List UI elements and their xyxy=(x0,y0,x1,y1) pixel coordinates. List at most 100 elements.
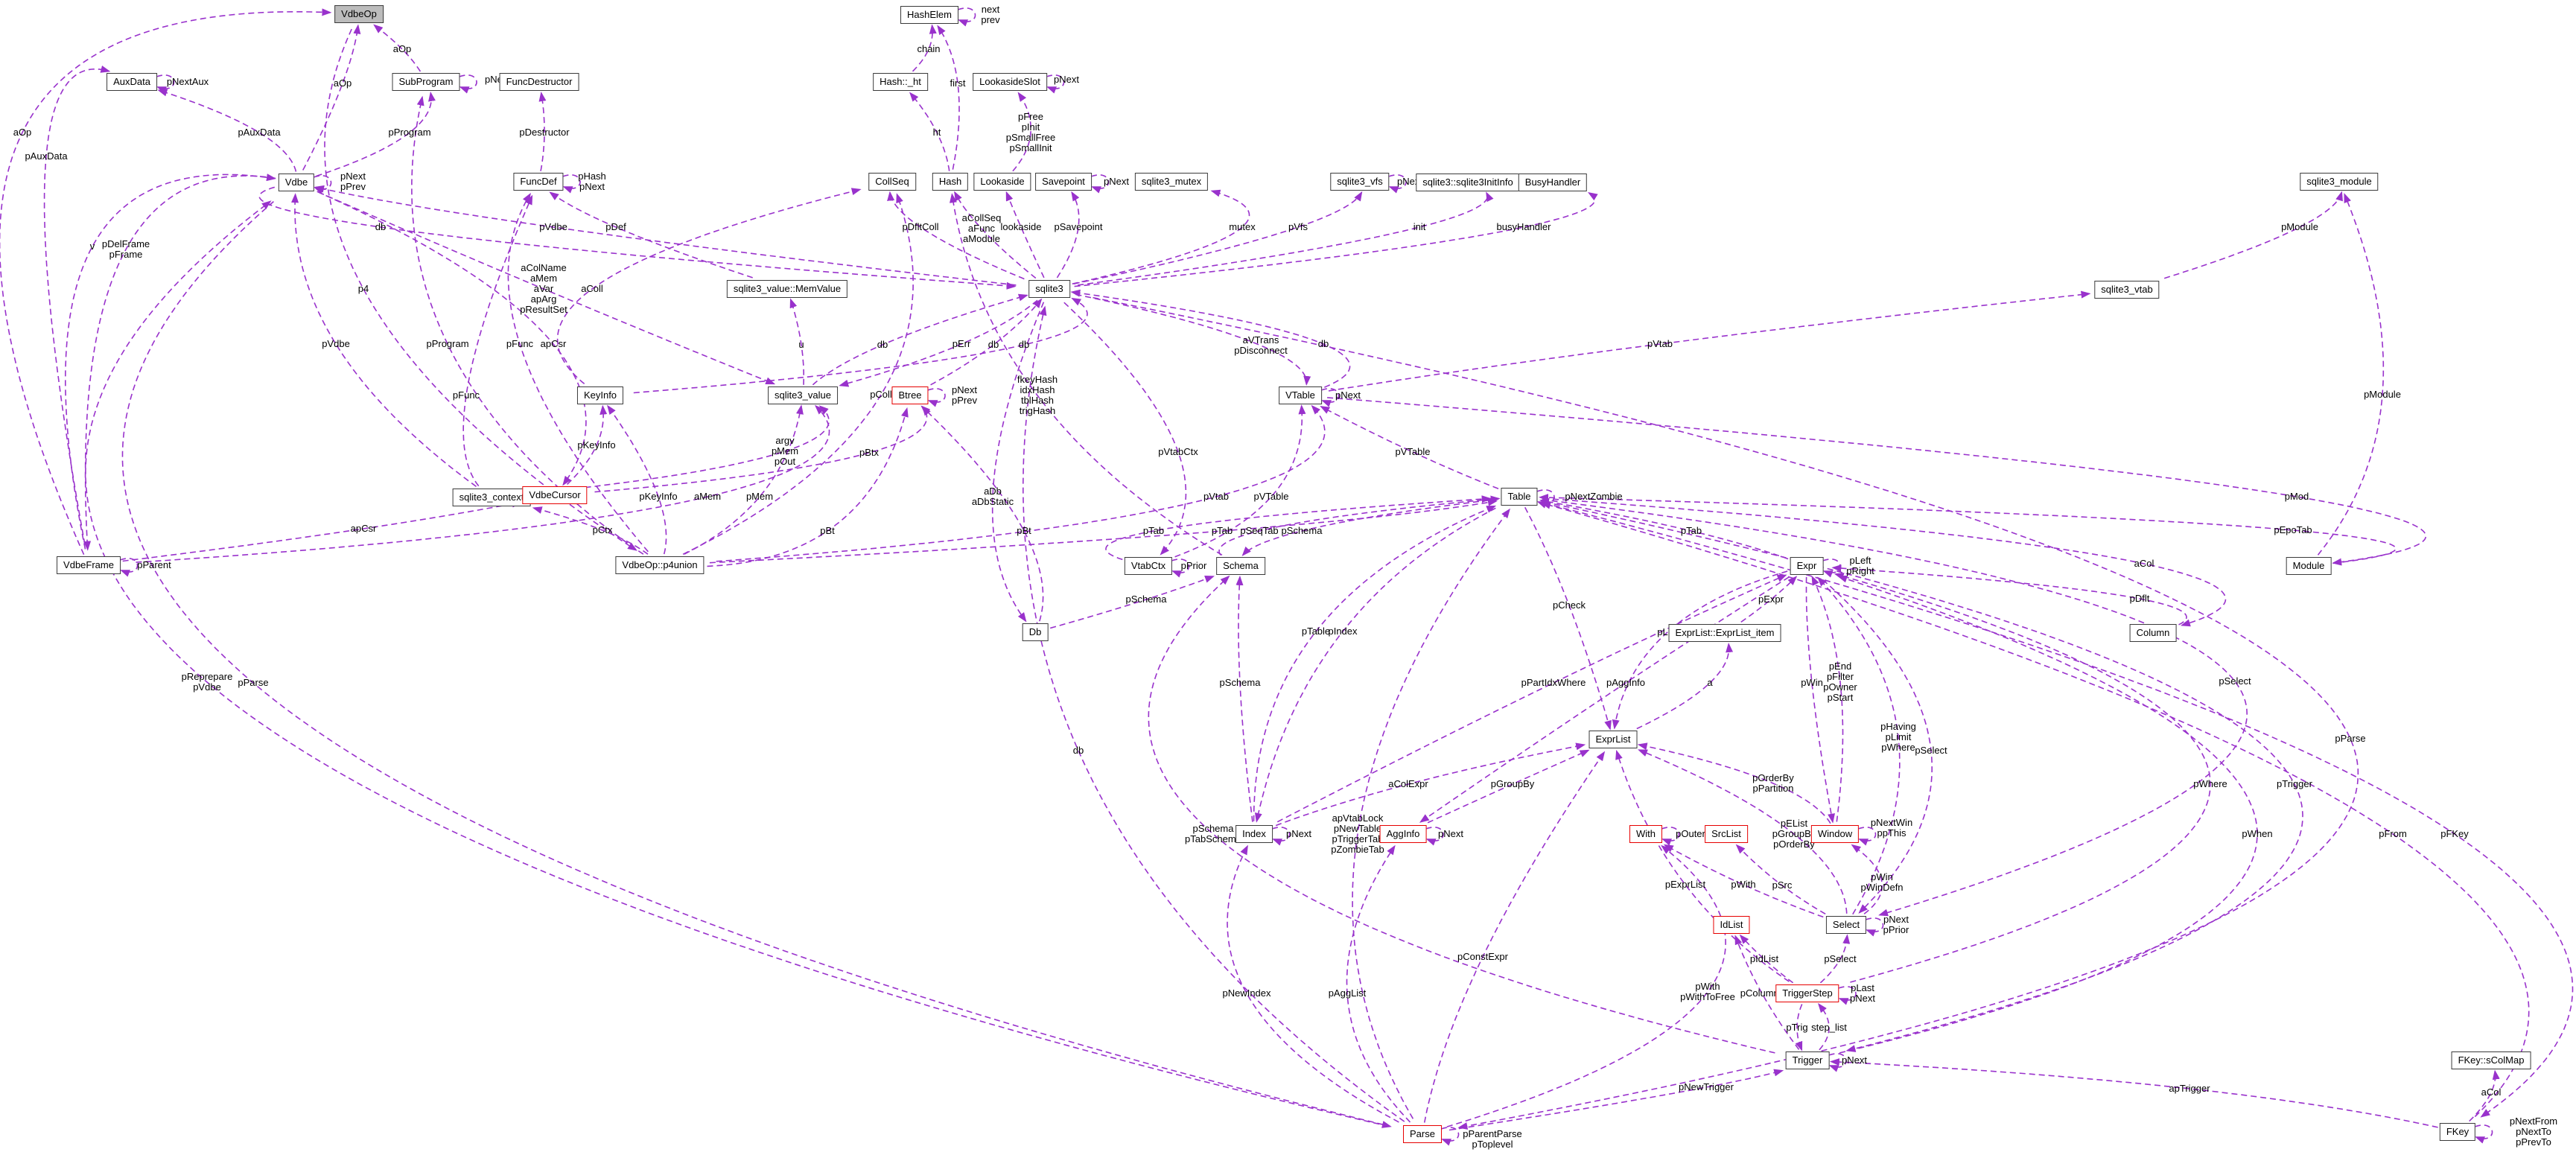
edge-path xyxy=(1171,559,1190,578)
edge-path xyxy=(1074,192,1598,287)
edge-path xyxy=(1075,293,1311,386)
edge-path xyxy=(1795,1004,1803,1051)
edge-path xyxy=(991,302,1045,623)
edge-path xyxy=(950,193,1223,556)
node-Hash[interactable]: Hash xyxy=(932,173,969,191)
edge-path xyxy=(957,7,976,27)
edge-path xyxy=(316,91,436,177)
node-Window[interactable]: Window xyxy=(1810,825,1860,843)
edge-path xyxy=(1541,501,2530,1118)
edge-path xyxy=(716,404,1326,562)
node-sqlite3[interactable]: sqlite3 xyxy=(1028,280,1070,298)
node-sqlite3_vtab[interactable]: sqlite3_vtab xyxy=(2094,281,2160,299)
edge-path xyxy=(538,92,547,171)
edge-path xyxy=(1865,917,1884,937)
edge-path xyxy=(65,174,276,550)
node-Savepoint[interactable]: Savepoint xyxy=(1035,173,1092,191)
edge-path xyxy=(682,193,914,556)
node-Hash_ht[interactable]: Hash::_ht xyxy=(873,73,928,91)
edge-path xyxy=(1544,501,2303,1052)
node-VtabCtx[interactable]: VtabCtx xyxy=(1124,557,1173,575)
node-ExprList[interactable]: ExprList xyxy=(1588,731,1638,748)
edge-path xyxy=(1105,495,1492,561)
node-FKey[interactable]: FKey xyxy=(2439,1123,2476,1141)
edge-path xyxy=(1663,844,1824,918)
edge-path xyxy=(1320,388,1340,407)
edge-path xyxy=(1012,92,1031,172)
edge-path xyxy=(1046,74,1065,94)
node-FuncDef[interactable]: FuncDef xyxy=(513,173,564,191)
edge-path xyxy=(1524,506,1612,731)
edge-path xyxy=(1857,827,1877,846)
edge-path xyxy=(1227,844,1399,1123)
node-sqlite3_vfs[interactable]: sqlite3_vfs xyxy=(1330,173,1390,191)
node-Module[interactable]: Module xyxy=(2286,557,2332,575)
edge-path xyxy=(1078,191,1494,286)
node-VTable[interactable]: VTable xyxy=(1279,386,1322,404)
edge-path xyxy=(1275,742,1586,827)
edge-path xyxy=(1271,827,1291,846)
edge-path xyxy=(930,298,1043,386)
node-FuncDestructor[interactable]: FuncDestructor xyxy=(499,73,579,91)
edge-path xyxy=(1740,576,1798,623)
edge-path xyxy=(1425,827,1444,846)
edge-path xyxy=(684,404,804,555)
node-VdbeFrame[interactable]: VdbeFrame xyxy=(57,556,121,574)
node-Btree[interactable]: Btree xyxy=(891,386,929,404)
edge-path xyxy=(1388,174,1407,194)
node-ExprList_item[interactable]: ExprList::ExprList_item xyxy=(1668,624,1781,642)
node-Trigger[interactable]: Trigger xyxy=(1785,1051,1830,1069)
node-sqlite3_context[interactable]: sqlite3_context xyxy=(452,489,531,506)
node-Column[interactable]: Column xyxy=(2129,624,2177,642)
edge-path xyxy=(258,186,1017,290)
edge-path xyxy=(1090,174,1110,194)
node-sqlite3InitInfo[interactable]: sqlite3::sqlite3InitInfo xyxy=(1416,174,1520,191)
node-Index[interactable]: Index xyxy=(1235,825,1273,843)
edge-path xyxy=(1811,575,1844,822)
edge-path xyxy=(119,558,139,577)
edge-path xyxy=(1544,502,2574,1118)
node-sqlite3_mutex[interactable]: sqlite3_mutex xyxy=(1134,173,1209,191)
node-TriggerStep[interactable]: TriggerStep xyxy=(1775,984,1839,1002)
edge-path xyxy=(1834,573,2211,983)
edge-path xyxy=(1070,289,1351,388)
node-LookasideSlot[interactable]: LookasideSlot xyxy=(973,73,1047,91)
node-Schema[interactable]: Schema xyxy=(1216,557,1265,575)
node-SubProgram[interactable]: SubProgram xyxy=(392,73,460,91)
edge-path xyxy=(2317,193,2385,556)
node-CollSeq[interactable]: CollSeq xyxy=(868,173,916,191)
node-KeyInfo[interactable]: KeyInfo xyxy=(576,386,624,404)
edge-path xyxy=(302,24,361,171)
node-AggInfo[interactable]: AggInfo xyxy=(1379,825,1427,843)
edge-path xyxy=(887,191,1025,280)
node-BusyHandler[interactable]: BusyHandler xyxy=(1518,174,1588,191)
edge-path xyxy=(507,192,649,553)
edge-path xyxy=(1073,191,1363,284)
edge-path xyxy=(1093,296,2359,1130)
node-p4union[interactable]: VdbeOp::p4union xyxy=(615,556,705,574)
node-Table[interactable]: Table xyxy=(1501,488,1538,506)
edge-path xyxy=(85,200,1389,1127)
node-Expr[interactable]: Expr xyxy=(1790,557,1824,575)
node-sqlite3_module[interactable]: sqlite3_module xyxy=(2300,173,2379,191)
node-HashElem[interactable]: HashElem xyxy=(900,6,958,24)
edge-path xyxy=(462,194,533,487)
edge-path xyxy=(1235,575,1253,822)
node-VdbeOp[interactable]: VdbeOp xyxy=(334,5,384,23)
node-With[interactable]: With xyxy=(1629,825,1662,843)
node-MemValue[interactable]: sqlite3_value::MemValue xyxy=(726,280,848,298)
node-AuxData[interactable]: AuxData xyxy=(106,73,157,91)
edge-path xyxy=(1822,579,1933,914)
node-Parse[interactable]: Parse xyxy=(1403,1125,1442,1143)
node-FKey_sColMap[interactable]: FKey::sColMap xyxy=(2451,1051,2531,1069)
node-Vdbe[interactable]: Vdbe xyxy=(278,174,315,191)
node-Select[interactable]: Select xyxy=(1825,916,1867,934)
node-IdList[interactable]: IdList xyxy=(1713,916,1750,934)
node-SrcList[interactable]: SrcList xyxy=(1705,825,1748,843)
node-VdbeCursor[interactable]: VdbeCursor xyxy=(522,486,588,504)
edge-path xyxy=(1427,749,1590,824)
edge-path xyxy=(1851,844,1883,914)
node-Lookaside[interactable]: Lookaside xyxy=(973,173,1031,191)
node-sqlite3_value[interactable]: sqlite3_value xyxy=(768,386,838,404)
node-Db[interactable]: Db xyxy=(1022,623,1049,641)
